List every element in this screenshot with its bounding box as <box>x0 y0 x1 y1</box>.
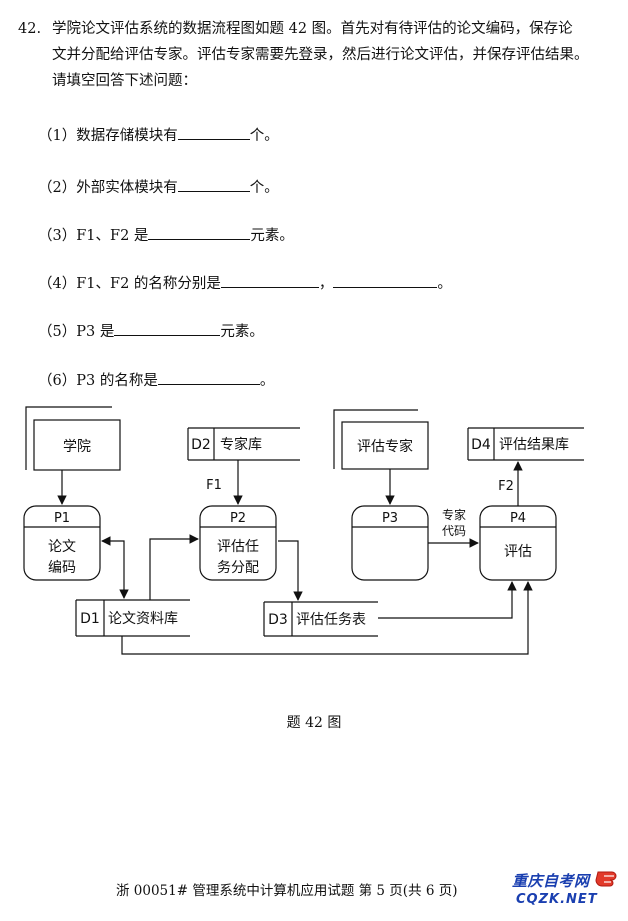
p1-line2: 编码 <box>48 560 76 576</box>
d1-name: 论文资料库 <box>108 611 178 627</box>
answer-blank-2[interactable] <box>177 177 250 192</box>
page-footer: 浙 00051# 管理系统中计算机应用试题 第 5 页(共 6 页) <box>116 883 458 899</box>
sub-question-3: （3）F1、F2 是 元素。 <box>38 224 294 245</box>
sub-question-2-prefix: （2）外部实体模块有 <box>38 180 178 196</box>
answer-blank-1[interactable] <box>177 125 250 140</box>
d4-id: D4 <box>471 437 491 453</box>
flow-f1-label: F1 <box>206 478 222 493</box>
p4-line1: 评估 <box>504 544 532 560</box>
watermark-logo: 重庆自考网 CQZK.NET <box>512 862 624 916</box>
d2-id: D2 <box>191 437 211 453</box>
p2-line1: 评估任 <box>217 539 259 555</box>
question-line-3: 请填空回答下述问题： <box>52 73 197 89</box>
sub-question-4-prefix: （4）F1、F2 的名称分别是 <box>38 276 221 292</box>
flow-arrows <box>57 460 533 655</box>
answer-blank-4b[interactable] <box>333 273 438 288</box>
d1-id: D1 <box>80 611 100 627</box>
sub-question-4-suffix: 。 <box>437 276 452 292</box>
question-number: 42. <box>18 21 42 37</box>
process-p2 <box>199 505 277 581</box>
answer-blank-4a[interactable] <box>220 273 319 288</box>
p2-id: P2 <box>230 511 246 526</box>
flow-f2-label: F2 <box>498 479 514 494</box>
hand-icon <box>595 871 617 887</box>
sub-question-5: （5）P3 是 元素。 <box>38 320 264 341</box>
sub-question-1: （1）数据存储模块有 个。 <box>38 124 279 145</box>
p3-id: P3 <box>382 511 398 526</box>
p4-id: P4 <box>510 511 526 526</box>
d3-id: D3 <box>268 612 288 628</box>
external-entity-college <box>25 406 121 471</box>
d3-name: 评估任务表 <box>296 612 366 628</box>
d4-name: 评估结果库 <box>499 437 569 453</box>
figure-caption: 题 42 图 <box>286 715 342 731</box>
sub-question-3-prefix: （3）F1、F2 是 <box>38 228 149 244</box>
watermark-en: CQZK.NET <box>516 892 598 907</box>
sub-question-3-suffix: 元素。 <box>250 228 294 244</box>
data-store-d1 <box>75 599 190 637</box>
sub-question-1-prefix: （1）数据存储模块有 <box>38 128 178 144</box>
p1-line1: 论文 <box>48 539 76 555</box>
question-line-1: 学院论文评估系统的数据流程图如题 42 图。首先对有待评估的论文编码，保存论 <box>52 21 573 37</box>
p2-line2: 务分配 <box>217 560 259 576</box>
answer-blank-3[interactable] <box>148 225 251 240</box>
process-p1 <box>23 505 101 581</box>
answer-blank-5[interactable] <box>114 321 221 336</box>
flow-expert-code-line1: 专家 <box>442 507 466 522</box>
data-store-d4 <box>467 427 584 461</box>
d2-name: 专家库 <box>220 436 262 453</box>
flow-expert-code-line2: 代码 <box>442 524 466 538</box>
college-label: 学院 <box>63 439 91 455</box>
question-line-2: 文并分配给评估专家。评估专家需要先登录，然后进行论文评估，并保存评估结果。 <box>52 47 589 63</box>
sub-question-2: （2）外部实体模块有 个。 <box>38 176 279 197</box>
sub-question-6-suffix: 。 <box>259 373 275 389</box>
watermark-cn: 重庆自考网 <box>512 872 590 890</box>
sub-question-5-suffix: 元素。 <box>220 324 264 340</box>
data-store-d3 <box>263 601 378 637</box>
data-store-d2 <box>187 427 300 461</box>
p1-id: P1 <box>54 511 70 526</box>
sub-question-5-prefix: （5）P3 是 <box>38 324 115 340</box>
sub-question-2-suffix: 个。 <box>249 180 279 196</box>
sub-question-1-suffix: 个。 <box>249 128 279 144</box>
answer-blank-6[interactable] <box>157 370 260 385</box>
sub-question-6-prefix: （6）P3 的名称是 <box>38 373 158 389</box>
sub-question-4: （4）F1、F2 的名称分别是 ， 。 <box>38 272 452 293</box>
sub-question-4-middle: ， <box>318 276 334 292</box>
question-text: 学院论文评估系统的数据流程图如题 42 图。首先对有待评估的论文编码，保存论 文… <box>52 16 608 94</box>
expert-label: 评估专家 <box>357 438 413 455</box>
sub-question-6: （6）P3 的名称是 。 <box>38 369 274 390</box>
external-entity-expert <box>333 409 429 470</box>
